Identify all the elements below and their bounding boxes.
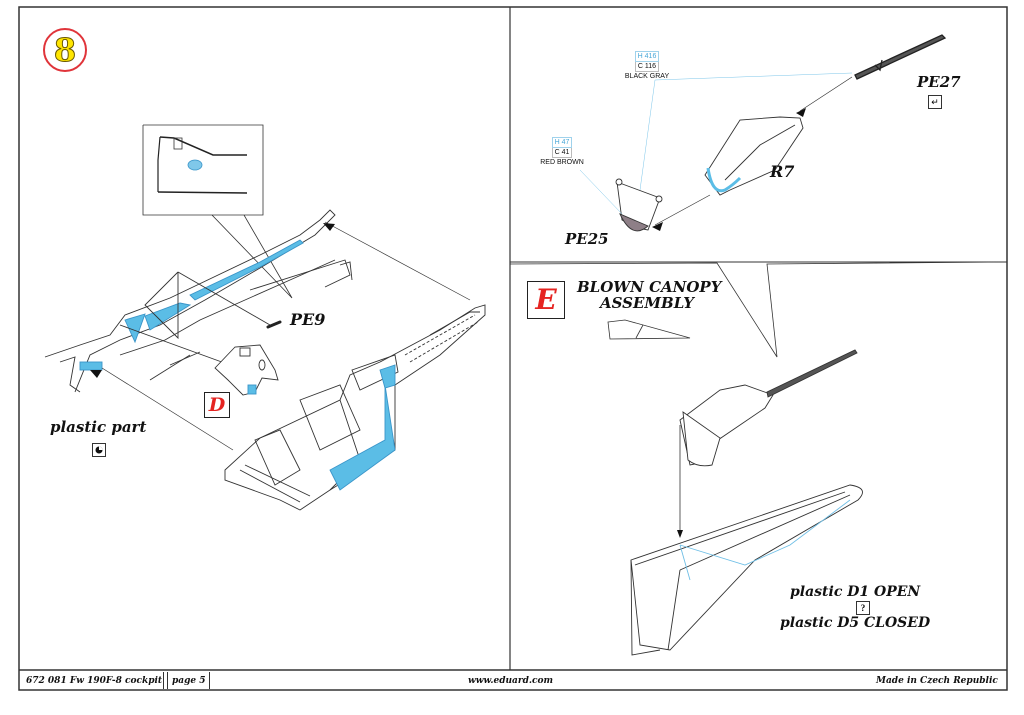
footer-website-link[interactable]: www.eduard.com [468,676,554,686]
part-label-pe25: PE25 [565,230,609,248]
step-number: 8 [53,31,77,70]
section-e-badge: E [527,281,565,319]
callout-wedge-e [509,261,1003,358]
paint-callout-red-brown: H 47 C 41 RED BROWN [532,137,592,167]
part-label-r7: R7 [770,162,795,181]
part-label-pe27: PE27 [917,73,961,91]
cockpit-tub-drawing [224,304,486,511]
paint-callout-black-gray: H 416 C 116 BLACK GRAY [622,51,672,81]
canopy-frame-assembly-drawing [677,349,858,538]
question-icon: ? [856,601,870,615]
pe9-part [266,320,282,329]
fuselage-frame-drawing [44,209,471,451]
footer-divider-1 [163,672,168,689]
option-closed-label: plastic D5 CLOSED [780,615,931,631]
part-d-drawing [214,344,279,396]
r7-part-drawing [652,116,804,231]
option-open-label: plastic D1 OPEN [790,584,921,600]
step-number-badge: 8 [43,28,87,72]
pe25-part-drawing [615,178,663,232]
paint-name: BLACK GRAY [624,73,670,80]
section-e-title: BLOWN CANOPY ASSEMBLY [577,279,721,312]
page-frame [18,6,1008,691]
footer-origin: Made in Czech Republic [876,676,998,686]
section-e-title-line1: BLOWN CANOPY [577,278,722,296]
canopy-drawing [630,484,863,656]
paint-leader-lines [579,72,853,215]
section-e-title-line2: ASSEMBLY [600,294,694,312]
footer-page: page 5 [172,676,206,686]
canopy-silhouette-icon [607,319,691,340]
bend-icon: ↵ [928,95,942,109]
pe27-part-drawing [796,34,947,117]
paint-code-hobby: H 416 [634,51,660,62]
sub-assembly-d-badge: D [204,392,230,418]
paint-code-c: C 116 [634,62,660,72]
paint-name: RED BROWN [540,159,584,166]
plastic-part-icon [92,443,106,457]
paint-code-c: C 41 [551,148,573,158]
footer-kit-info: 672 081 Fw 190F-8 cockpit [26,676,163,686]
part-label-pe9: PE9 [290,310,326,329]
detail-inset [142,124,293,299]
paint-code-hobby: H 47 [551,137,573,148]
footer-divider-2 [209,672,210,689]
plastic-part-label: plastic part [50,418,147,436]
